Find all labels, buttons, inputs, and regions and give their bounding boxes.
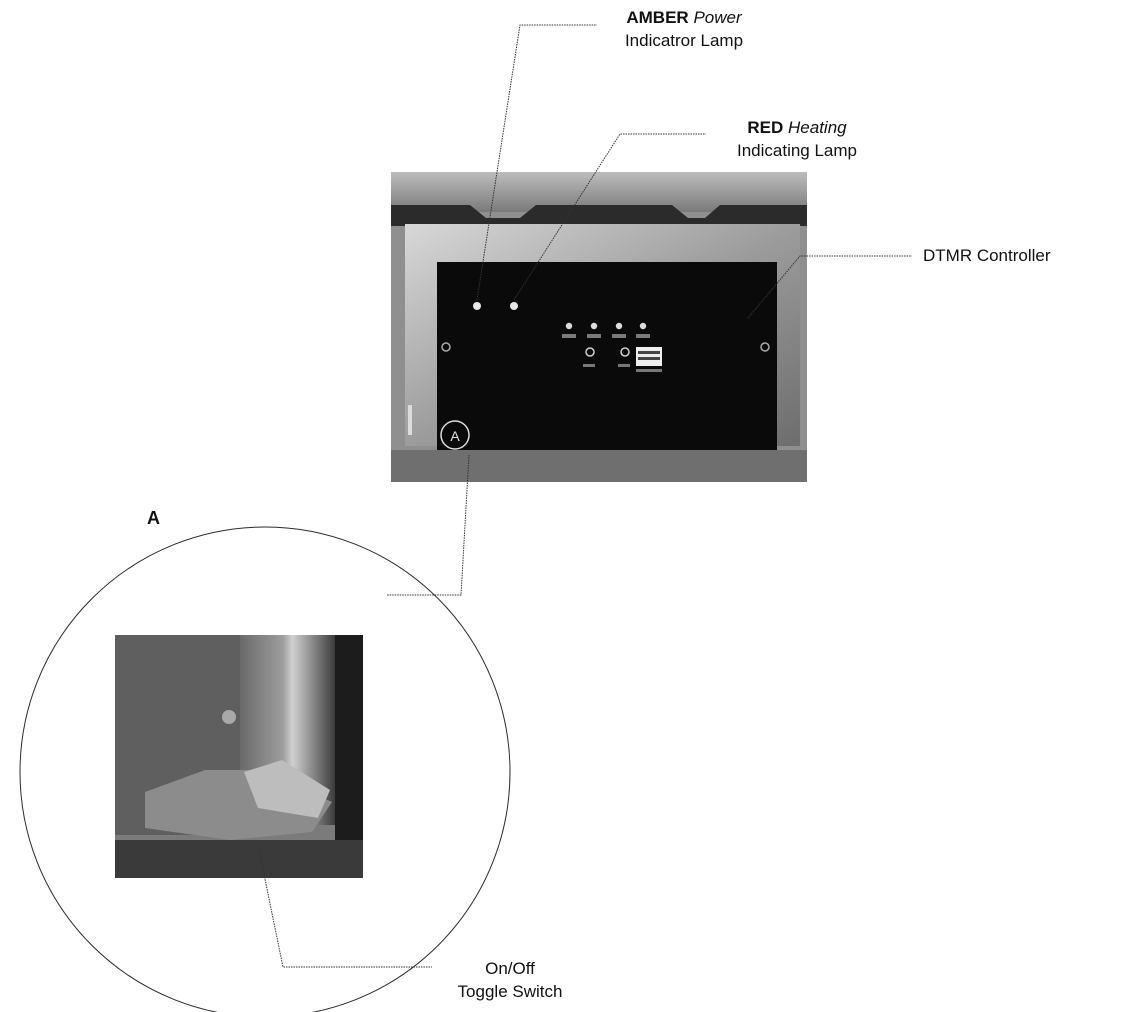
detail-letter: A [147, 508, 160, 528]
toggle-leader [257, 844, 432, 968]
toggle-label-line2: Toggle Switch [457, 982, 563, 1001]
controller-led-3 [615, 322, 623, 330]
control-panel-photo: A [391, 172, 807, 482]
toggle-label-line1: On/Off [485, 959, 535, 978]
panel-screw-left [441, 342, 451, 352]
toggle-lever [244, 760, 330, 818]
detail-circle [19, 526, 511, 1012]
amber-label-italic: Power [693, 8, 742, 27]
controller-led-4 [639, 322, 647, 330]
panel-face [437, 262, 777, 452]
controller-button-2 [620, 347, 630, 357]
panel-top-slots [391, 205, 807, 226]
red-label-italic: Heating [788, 118, 847, 137]
red-heating-label: RED Heating Indicating Lamp [704, 116, 890, 162]
panel-screw-right [760, 342, 770, 352]
red-label-bold: RED [747, 118, 784, 137]
controller-leader [747, 255, 912, 319]
detail-leader [387, 454, 470, 596]
leader-lines [257, 24, 912, 968]
amber-label-line2: Indicatror Lamp [624, 31, 744, 50]
toggle-switch-photo [115, 635, 363, 878]
controller-button-1 [585, 347, 595, 357]
amber-power-lamp [473, 302, 481, 310]
red-leader [513, 133, 706, 301]
detail-marker-letter: A [450, 428, 460, 444]
red-heating-lamp [510, 302, 518, 310]
controller-display [636, 347, 662, 366]
panel-bottom [391, 450, 807, 482]
controller-label-text: DTMR Controller [923, 246, 1051, 265]
amber-label-bold: AMBER [626, 8, 689, 27]
controller-label: DTMR Controller [923, 244, 1123, 267]
controller-led-1 [565, 322, 573, 330]
amber-power-label: AMBER Power Indicatror Lamp [596, 6, 772, 52]
toggle-switch-label: On/Off Toggle Switch [415, 957, 605, 1003]
detail-marker-circle [440, 420, 470, 450]
controller-led-2 [590, 322, 598, 330]
amber-leader [476, 24, 597, 301]
red-label-line2: Indicating Lamp [736, 141, 858, 160]
